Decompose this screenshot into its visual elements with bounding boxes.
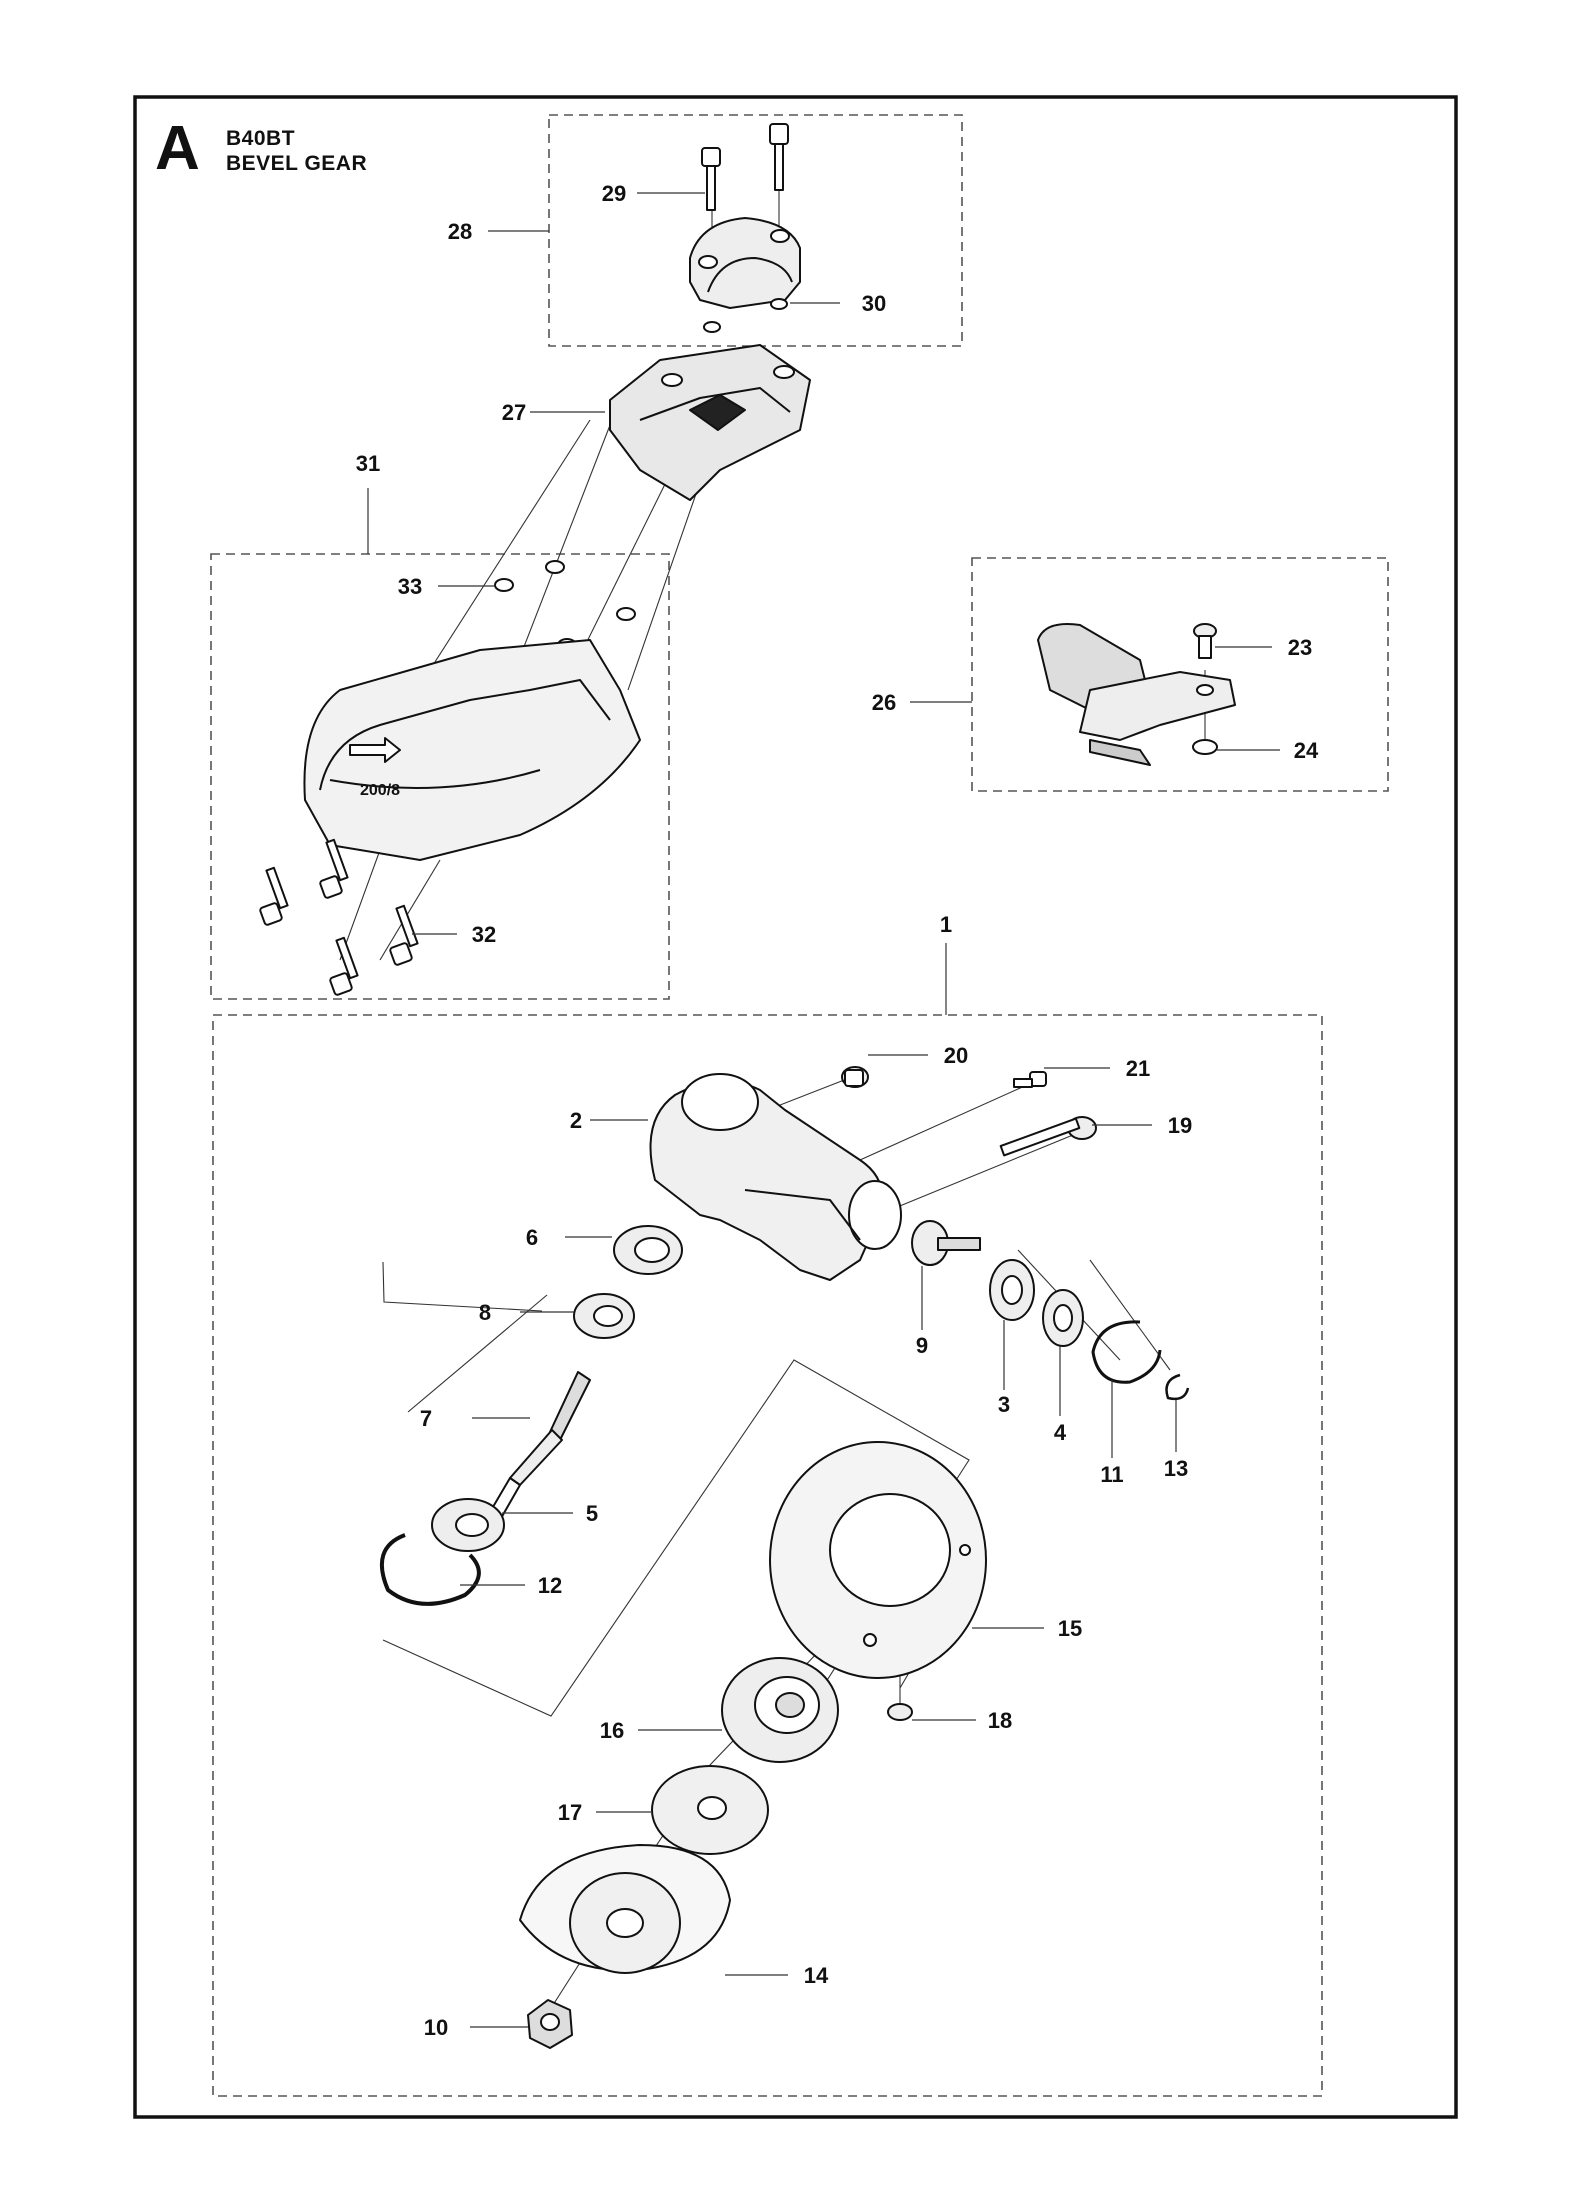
screw-32d: [389, 904, 419, 966]
washer-17: [651, 1765, 769, 1855]
callout-18: 18: [988, 1708, 1012, 1733]
callout-17: 17: [558, 1800, 582, 1825]
decal-text: 200/8: [360, 782, 400, 799]
box-guard-31: [210, 553, 670, 1000]
callout-19: 19: [1168, 1113, 1192, 1138]
screw-29: [701, 147, 721, 211]
callout-3: 3: [998, 1392, 1010, 1417]
callout-15: 15: [1058, 1616, 1082, 1641]
nut-33b: [545, 560, 565, 574]
drive-disc-16: [721, 1657, 839, 1763]
callout-6: 6: [526, 1225, 538, 1250]
screw-32b: [319, 838, 349, 899]
callout-8: 8: [479, 1300, 491, 1325]
callout-33: 33: [398, 574, 422, 599]
bracket-26: [1037, 623, 1236, 766]
callout-5: 5: [586, 1501, 598, 1526]
callout-1: 1: [940, 912, 952, 937]
callout-9: 9: [916, 1333, 928, 1358]
callout-30: 30: [862, 291, 886, 316]
circlip-12: [379, 1533, 481, 1606]
bearing-4: [1042, 1289, 1084, 1347]
washer-24: [1192, 739, 1218, 755]
callout-29: 29: [602, 181, 626, 206]
callout-13: 13: [1164, 1456, 1188, 1481]
box-bracket-26: [971, 557, 1389, 792]
screw-32c: [329, 936, 359, 996]
page-frame: [133, 95, 1458, 2119]
header-letter: A: [155, 114, 200, 183]
callout-12: 12: [538, 1573, 562, 1598]
callout-27: 27: [502, 400, 526, 425]
leader-lines: [367, 192, 1280, 2028]
callout-14: 14: [804, 1963, 829, 1988]
callout-21: 21: [1126, 1056, 1150, 1081]
bearing-5: [431, 1498, 505, 1552]
washer-30b: [770, 298, 788, 310]
support-cup-14: [519, 1844, 731, 1974]
nut-10: [527, 1999, 573, 2049]
header-model: B40BT: [226, 127, 296, 150]
callout-labels: 1 2 3 4 5 6 7 8 9 10 11 12 13 14 15 16 1…: [356, 181, 1319, 2040]
callout-20: 20: [944, 1043, 968, 1068]
gear-housing: [649, 1073, 902, 1281]
nut-33a: [494, 578, 514, 592]
cover-15: [769, 1441, 987, 1679]
callout-28: 28: [448, 219, 472, 244]
callout-23: 23: [1288, 635, 1312, 660]
screw-19: [999, 1116, 1097, 1157]
screw-32a: [259, 866, 289, 926]
screw-23: [1193, 623, 1217, 659]
circlip-13: [1165, 1373, 1190, 1401]
parts-artwork: 200/8: [259, 123, 1236, 2049]
screw-20: [841, 1066, 869, 1088]
washer-30a: [703, 321, 721, 333]
callout-26: 26: [872, 690, 896, 715]
screw-21: [1013, 1071, 1047, 1088]
bearing-6: [613, 1225, 683, 1275]
shaft-7: [489, 1371, 591, 1521]
nut-33d: [616, 607, 636, 621]
circlip-11: [1091, 1320, 1162, 1384]
bracket-27: [609, 344, 811, 501]
bearing-8: [573, 1293, 635, 1339]
callout-2: 2: [570, 1108, 582, 1133]
bearing-3: [989, 1259, 1035, 1321]
callout-16: 16: [600, 1718, 624, 1743]
callout-4: 4: [1054, 1420, 1067, 1445]
callout-7: 7: [420, 1406, 432, 1431]
header-title: BEVEL GEAR: [226, 152, 368, 175]
screw-18: [887, 1703, 913, 1721]
callout-24: 24: [1294, 738, 1319, 763]
trimmer-guard: 200/8: [303, 639, 641, 861]
callout-31: 31: [356, 451, 380, 476]
callout-11: 11: [1100, 1462, 1123, 1487]
screw-29b: [769, 123, 789, 191]
callout-10: 10: [424, 2015, 448, 2040]
clamp-top: [689, 217, 801, 309]
pinion-9: [911, 1220, 981, 1266]
callout-32: 32: [472, 922, 496, 947]
